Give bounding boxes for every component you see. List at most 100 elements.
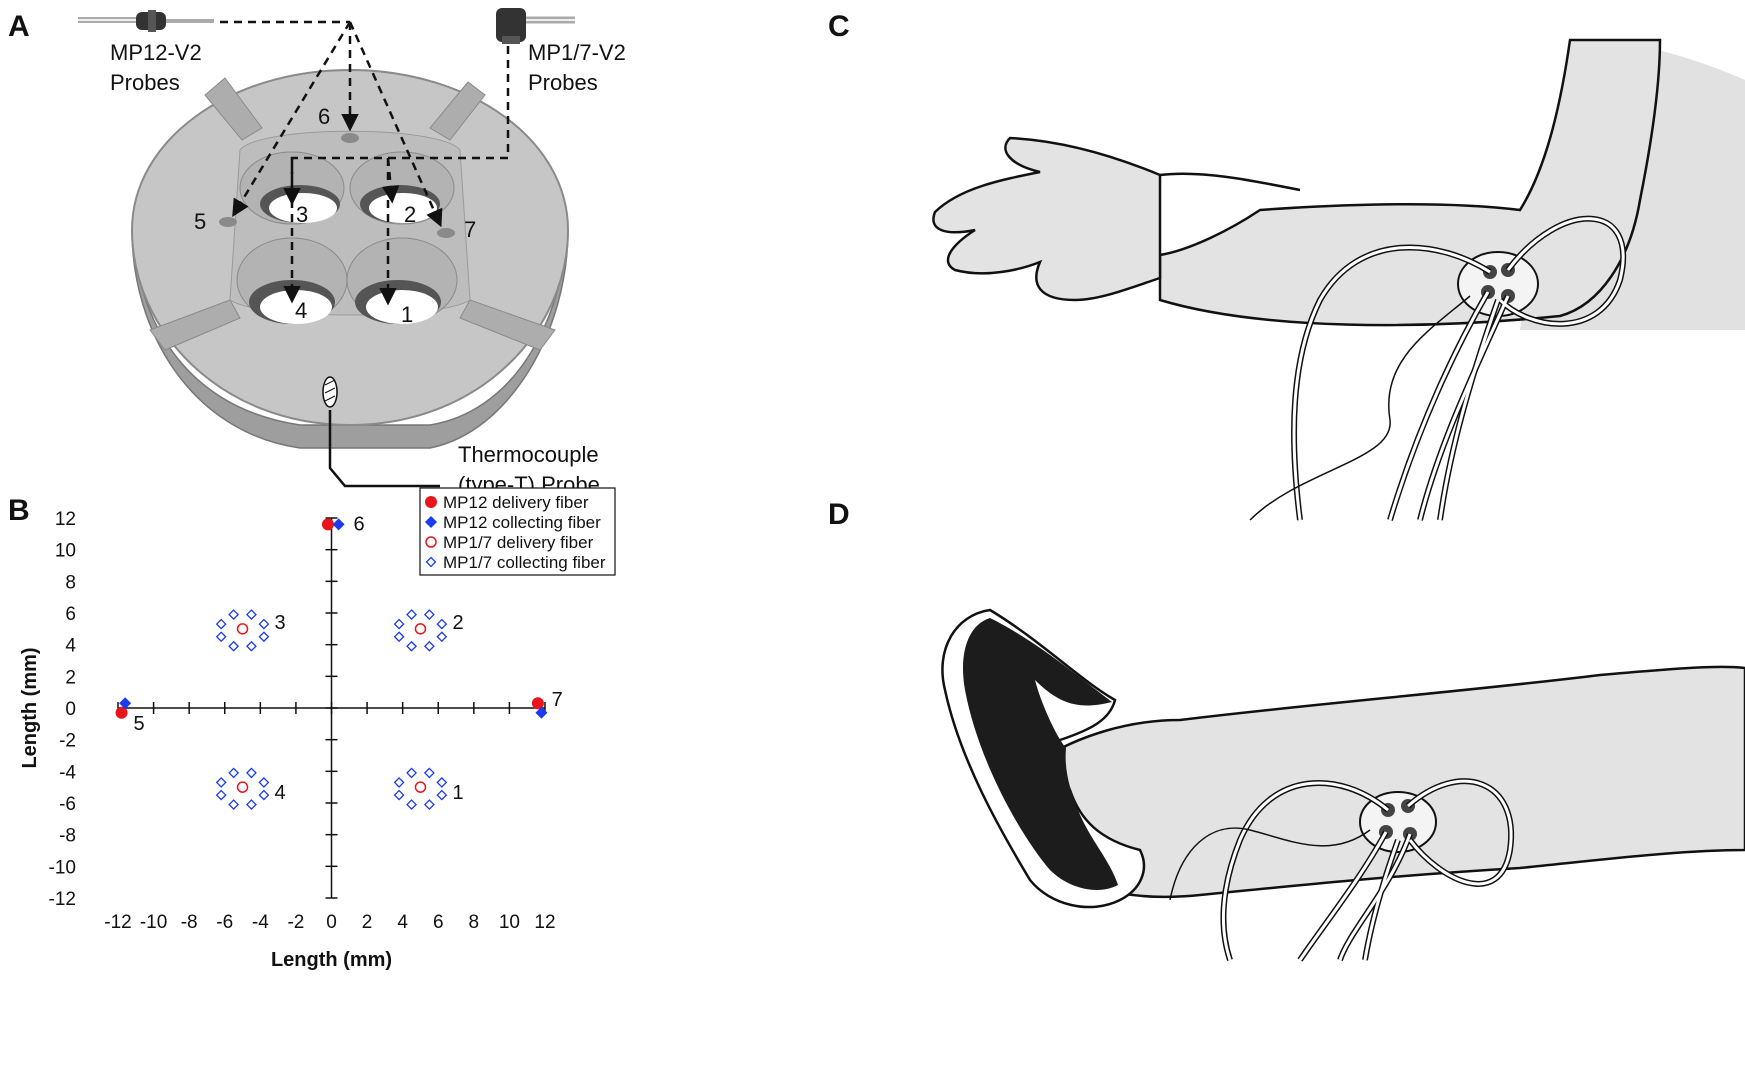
data-point [228, 799, 240, 811]
hole-2 [360, 185, 440, 223]
hole-label-7: 7 [464, 217, 476, 242]
data-point [406, 799, 417, 811]
data-point [393, 776, 405, 788]
panel-letter-b: B [8, 494, 30, 527]
y-tick-label: -6 [59, 794, 76, 815]
data-point [535, 706, 548, 719]
data-point [414, 781, 427, 793]
data-point [531, 697, 544, 710]
arm-illustration [932, 38, 1745, 521]
point-label: 7 [552, 689, 563, 711]
data-point [393, 789, 405, 801]
data-point [215, 618, 227, 630]
point-label: 4 [275, 782, 286, 804]
data-point [436, 776, 448, 788]
point-label: 1 [452, 782, 463, 804]
hole-label-5: 5 [194, 209, 206, 234]
x-tick-label: -6 [216, 912, 233, 933]
x-tick-label: 8 [469, 912, 480, 933]
data-point [423, 640, 435, 652]
leg-illustration [941, 608, 1745, 962]
point-label: 5 [134, 713, 145, 735]
y-tick-label: 2 [65, 667, 76, 688]
data-point [436, 789, 448, 801]
data-point [436, 631, 448, 643]
legend-box [419, 487, 616, 576]
hole-label-2: 2 [404, 202, 416, 227]
data-point [393, 631, 405, 643]
legend-marker [425, 536, 437, 548]
data-point [406, 767, 417, 779]
data-point [246, 767, 257, 779]
label-thermocouple-line1: Thermocouple [458, 442, 599, 467]
legend-label: MP12 collecting fiber [443, 513, 601, 532]
port-6 [341, 133, 359, 143]
hole-label-6: 6 [318, 104, 330, 129]
mp17-probe-icon [496, 8, 575, 44]
y-tick-label: 8 [65, 572, 76, 593]
panel-d: D [828, 498, 1745, 962]
panel-letter-c: C [828, 10, 850, 43]
y-tick-label: 4 [65, 636, 76, 657]
legend-marker [425, 496, 437, 508]
label-mp12-line1: MP12-V2 [110, 40, 202, 65]
y-tick-label: -4 [59, 762, 76, 783]
y-axis-title: Length (mm) [19, 647, 41, 768]
legend-label: MP1/7 collecting fiber [443, 553, 606, 572]
x-tick-label: 12 [534, 912, 555, 933]
port-7 [437, 228, 455, 238]
x-tick-label: -4 [252, 912, 269, 933]
x-tick-label: 4 [397, 912, 408, 933]
label-mp17-line1: MP1/7-V2 [528, 40, 626, 65]
mp12-probe-icon [78, 10, 214, 32]
point-label: 6 [354, 513, 365, 535]
y-tick-label: -8 [59, 826, 76, 847]
data-point [215, 789, 227, 801]
thermocouple-tip [322, 376, 338, 408]
data-point [258, 631, 270, 643]
y-tick-label: 10 [55, 541, 76, 562]
data-point [423, 767, 435, 779]
panel-c: C [828, 10, 1745, 521]
data-point [236, 623, 249, 635]
x-tick-label: 6 [433, 912, 444, 933]
thermocouple-lead [328, 410, 440, 488]
panel-letter-d: D [828, 498, 850, 531]
data-point [215, 776, 227, 788]
hole-label-4: 4 [295, 298, 307, 323]
panel-letter-a: A [8, 10, 30, 43]
hole-1 [355, 280, 441, 324]
data-point [228, 609, 240, 621]
data-point [228, 767, 240, 779]
legend-label: MP1/7 delivery fiber [443, 533, 594, 552]
series-2 [236, 623, 427, 793]
x-tick-label: 2 [362, 912, 373, 933]
x-tick-label: -2 [287, 912, 304, 933]
y-tick-label: 12 [55, 509, 76, 530]
x-tick-label: -10 [140, 912, 167, 933]
probe-leader-lines [220, 20, 510, 306]
data-point [258, 789, 270, 801]
x-tick-label: 0 [326, 912, 337, 933]
legend-marker [425, 556, 437, 568]
hole-label-3: 3 [296, 202, 308, 227]
data-point [393, 618, 405, 630]
label-mp12-line2: Probes [110, 70, 180, 95]
point-label: 3 [275, 612, 286, 634]
data-point [246, 609, 257, 621]
series-0 [115, 518, 544, 719]
data-point [414, 623, 427, 635]
data-point [406, 640, 417, 652]
legend-marker [425, 516, 437, 528]
y-tick-label: -10 [49, 857, 76, 878]
y-tick-label: -12 [49, 889, 76, 910]
x-axis-title: Length (mm) [271, 949, 392, 971]
label-mp17-line2: Probes [528, 70, 598, 95]
data-point [258, 776, 270, 788]
data-point [236, 781, 249, 793]
panel-a: A [8, 8, 626, 497]
y-tick-label: 6 [65, 604, 76, 625]
